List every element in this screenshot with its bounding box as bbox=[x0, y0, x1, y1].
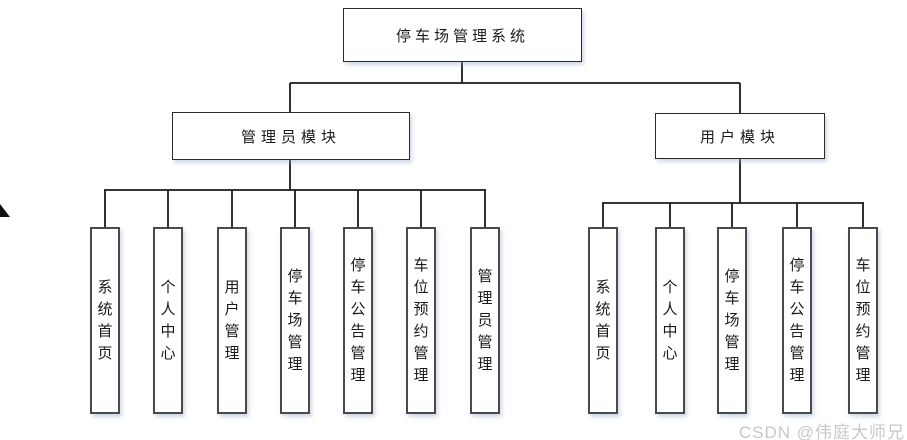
node-user-module-label: 用户模块 bbox=[699, 128, 780, 146]
node-user-parking-lot-management: 停车场管理 bbox=[717, 227, 747, 414]
node-user-module: 用户模块 bbox=[655, 113, 825, 159]
node-admin-user-management: 用户管理 bbox=[217, 227, 247, 414]
node-admin-system-home: 系统首页 bbox=[90, 227, 120, 414]
node-admin-parking-lot-management: 停车场管理 bbox=[280, 227, 310, 414]
node-user-personal-center: 个人中心 bbox=[655, 227, 685, 414]
node-root-system: 停车场管理系统 bbox=[343, 8, 582, 62]
node-admin-administrator-management: 管理员管理 bbox=[470, 227, 500, 414]
node-root-label: 停车场管理系统 bbox=[395, 27, 529, 45]
node-admin-module: 管理员模块 bbox=[172, 112, 410, 160]
node-user-parking-notice-management: 停车公告管理 bbox=[782, 227, 812, 414]
csdn-watermark: CSDN @伟庭大师兄 bbox=[738, 423, 905, 440]
node-user-space-reservation-management: 车位预约管理 bbox=[848, 227, 878, 414]
node-admin-parking-notice-management: 停车公告管理 bbox=[343, 227, 373, 414]
node-admin-module-label: 管理员模块 bbox=[240, 128, 341, 146]
left-edge-cursor-artifact bbox=[0, 204, 10, 217]
node-user-system-home: 系统首页 bbox=[588, 227, 618, 414]
node-admin-space-reservation-management: 车位预约管理 bbox=[406, 227, 436, 414]
node-admin-personal-center: 个人中心 bbox=[153, 227, 183, 414]
